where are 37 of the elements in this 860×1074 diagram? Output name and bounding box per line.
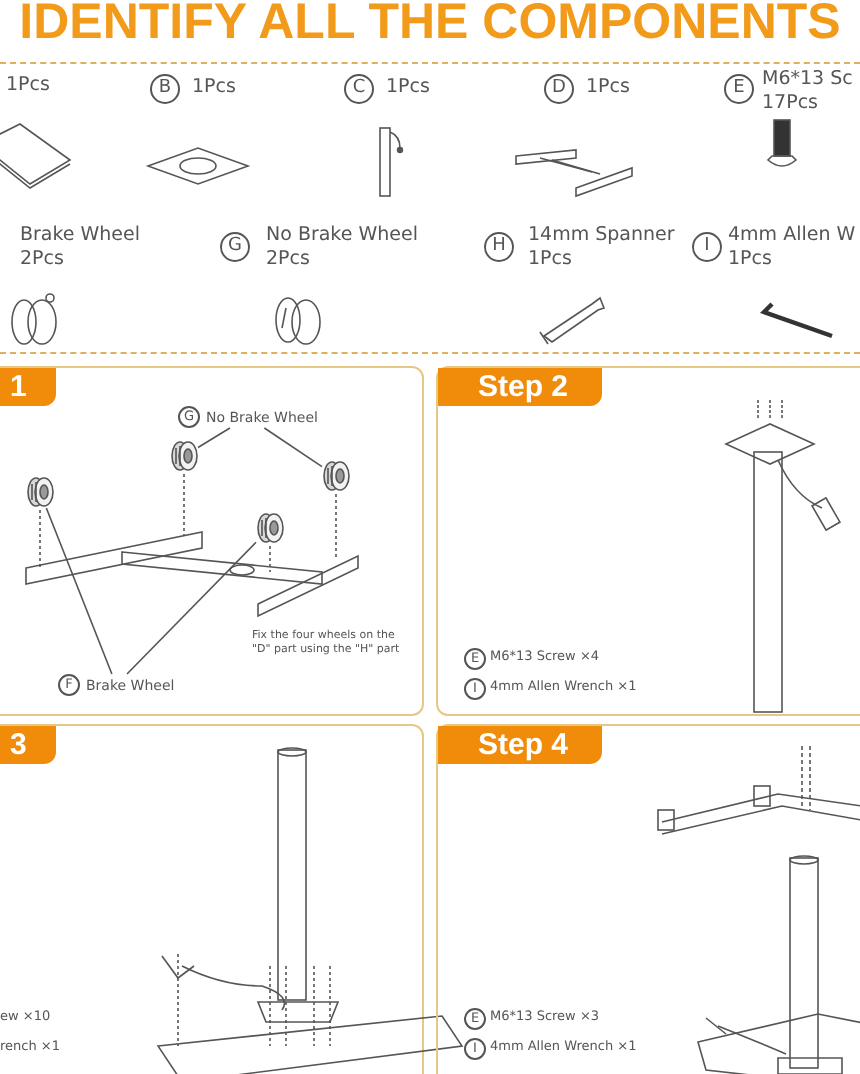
step-panel [436, 724, 860, 1074]
step-heading: 3 [0, 726, 56, 764]
step-heading: 1 [0, 368, 56, 406]
part-text: 1Pcs [528, 248, 572, 270]
part-text: 1Pcs [6, 74, 50, 96]
part-text: Brake Wheel [20, 224, 141, 246]
part-text: 1Pcs [728, 248, 772, 270]
part-letter: C [344, 74, 374, 104]
part-text: 2Pcs [20, 248, 64, 270]
part-text: 1Pcs [586, 76, 630, 98]
title: IDENTIFY ALL THE COMPONENTS [17, 0, 843, 52]
part-letter: B [150, 74, 180, 104]
part-text: 14mm Spanner [528, 224, 675, 246]
part-letter: D [544, 74, 574, 104]
part-letter: H [484, 232, 514, 262]
step-panel [0, 366, 424, 716]
part-letter: G [220, 232, 250, 262]
step-heading: Step 2 [438, 368, 602, 406]
step-panel [436, 366, 860, 716]
wheel-picture [26, 476, 54, 508]
wheel-picture [170, 440, 198, 472]
part-text: No Brake Wheel [266, 224, 418, 246]
part-text: 1Pcs [386, 76, 430, 98]
part-letter: E [724, 74, 754, 104]
part-text: 4mm Allen W [728, 224, 856, 246]
step-heading: Step 4 [438, 726, 602, 764]
part-text: 17Pcs [762, 92, 818, 114]
leader-line [197, 427, 231, 449]
leader-line [45, 507, 113, 675]
wheel-picture [322, 460, 350, 492]
leader-line [126, 541, 257, 675]
part-text: 2Pcs [266, 248, 310, 270]
wheel-picture [256, 512, 284, 544]
part-text: 1Pcs [192, 76, 236, 98]
part-text: M6*13 Sc [762, 68, 853, 90]
leader-line [263, 427, 323, 468]
part-letter: I [692, 232, 722, 262]
